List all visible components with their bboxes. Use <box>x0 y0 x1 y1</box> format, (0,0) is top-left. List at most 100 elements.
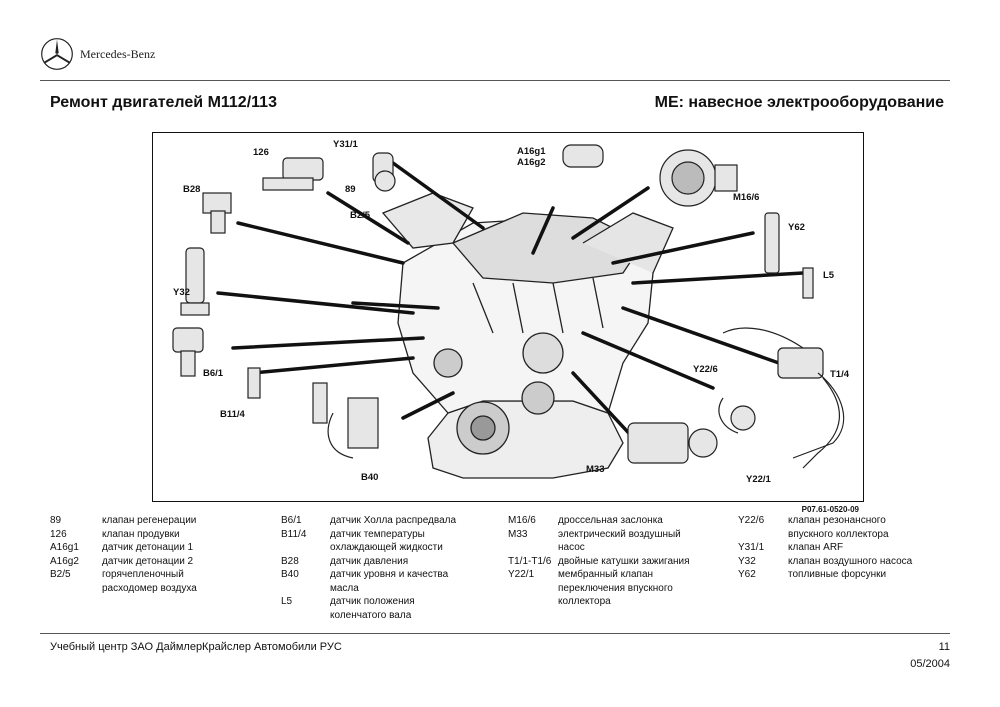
engine-drawing <box>172 144 845 479</box>
legend-code: Y62 <box>738 569 756 580</box>
legend-row: Y32 клапан воздушного насоса <box>738 555 953 569</box>
legend-code: B11/4 <box>281 528 307 540</box>
legend-column-4: Y22/6 клапан резонансного впускного коллек… <box>738 514 953 582</box>
legend-desc-line: электрический воздушный <box>558 528 681 540</box>
legend-desc-line: переключения впускного <box>558 582 673 594</box>
section-title: ME: навесное электрооборудование <box>654 94 944 111</box>
callout-m16-6: M16/6 <box>733 192 760 203</box>
legend-code: 126 <box>50 528 67 540</box>
legend-row: B28 датчик давления <box>281 555 506 569</box>
callout-a16g2: A16g2 <box>517 157 546 168</box>
page-title: Ремонт двигателей M112/113 <box>50 94 277 111</box>
legend-desc: клапан воздушного насоса <box>788 555 913 567</box>
callout-126: 126 <box>253 147 269 158</box>
legend-code: B40 <box>281 569 299 580</box>
legend-desc: клапан продувки <box>102 528 180 540</box>
legend-desc: клапан ARF <box>788 542 844 553</box>
brand-name: Mercedes-Benz <box>80 46 156 61</box>
engine-diagram: Y31/1 126 89 B28 B2/5 A16g1 A16g2 M16/6 … <box>152 132 864 514</box>
legend-code: B2/5 <box>50 569 71 580</box>
callout-y31-1: Y31/1 <box>333 139 358 150</box>
legend-desc-line: коленчатого вала <box>330 609 412 621</box>
legend-code: Y31/1 <box>738 542 765 553</box>
legend-desc: дроссельная заслонка <box>558 515 663 526</box>
legend-desc: двойные катушки зажигания <box>558 555 690 567</box>
legend-code: B6/1 <box>281 515 302 526</box>
legend-row: M33 электрический воздушный насос <box>508 528 736 555</box>
callout-b11-4: B11/4 <box>220 409 245 420</box>
callout-l5: L5 <box>823 270 835 281</box>
legend-desc-line: клапан резонансного <box>788 515 886 526</box>
legend-desc-line: горячепленочный <box>102 569 184 580</box>
legend-desc: датчик Холла распредвала <box>330 515 457 526</box>
callout-b28: B28 <box>183 184 201 195</box>
legend-desc-line: коллектора <box>558 596 611 607</box>
legend-desc-line: насос <box>558 542 585 553</box>
page-number: 11 <box>938 641 950 653</box>
header-divider <box>40 80 950 81</box>
legend-row: A16g2 датчик детонации 2 <box>50 555 270 569</box>
footer-date: 05/2004 <box>910 658 950 670</box>
callout-y32: Y32 <box>173 287 190 298</box>
legend-code: Y22/1 <box>508 569 535 580</box>
footer-publisher: Учебный центр ЗАО ДаймлерКрайслер Автомо… <box>50 641 342 653</box>
legend-row: B6/1 датчик Холла распредвала <box>281 514 506 528</box>
footer-divider <box>40 633 950 634</box>
figure-code: P07.61-0520-09 <box>801 505 859 514</box>
legend-code: L5 <box>281 596 293 607</box>
legend-desc-line: датчик положения <box>330 596 415 607</box>
callout-89: 89 <box>345 184 356 195</box>
callout-m33: M33 <box>586 464 605 475</box>
legend-code: B28 <box>281 555 299 567</box>
legend-desc: клапан резонансного впускного коллектора <box>788 514 953 541</box>
legend-row: Y22/6 клапан резонансного впускного коллек… <box>738 514 953 541</box>
legend-desc: клапан регенерации <box>102 515 197 526</box>
legend-desc-line: датчик уровня и качества <box>330 569 449 580</box>
legend-row: L5 датчик положения коленчатого вала <box>281 595 506 622</box>
legend-desc-line: охлаждающей жидкости <box>330 542 443 553</box>
callout-b40: B40 <box>361 472 379 483</box>
legend-column-2: B6/1 датчик Холла распредвала B11/4 датчик… <box>281 514 506 622</box>
legend-code: 89 <box>50 515 62 526</box>
legend-column-3: M16/6 дроссельная заслонка M33 электрическ… <box>508 514 736 609</box>
legend-row: T1/1-T1/6 двойные катушки зажигания <box>508 555 736 569</box>
legend-desc-line: масла <box>330 582 359 594</box>
callout-b2-5: B2/5 <box>350 210 371 221</box>
legend-row: 126 клапан продувки <box>50 528 270 542</box>
legend-row: M16/6 дроссельная заслонка <box>508 514 736 528</box>
callout-t1-4: T1/4 <box>830 369 850 380</box>
legend-desc: датчик уровня и качества масла <box>330 568 506 595</box>
legend-code: Y22/6 <box>738 515 765 526</box>
legend-desc: датчик температуры охлаждающей жидкости <box>330 528 506 555</box>
callout-y22-6: Y22/6 <box>693 364 718 375</box>
legend-row: B11/4 датчик температуры охлаждающей жидко… <box>281 528 506 555</box>
brand-logo: Mercedes-Benz <box>40 36 155 72</box>
legend-desc: датчик давления <box>330 555 409 567</box>
legend-desc: датчик детонации 2 <box>102 555 194 567</box>
legend-row: 89 клапан регенерации <box>50 514 270 528</box>
callout-b6-1: B6/1 <box>203 368 224 379</box>
legend-code: A16g1 <box>50 542 79 553</box>
legend-desc: электрический воздушный насос <box>558 528 736 555</box>
legend-code: A16g2 <box>50 555 79 567</box>
legend-row: Y31/1 клапан ARF <box>738 541 953 555</box>
three-pointed-star-icon <box>41 38 73 70</box>
legend-desc-line: впускного коллектора <box>788 528 889 540</box>
legend-desc: топливные форсунки <box>788 569 887 580</box>
legend-code: T1/1-T1/6 <box>508 555 552 567</box>
callout-y22-1: Y22/1 <box>746 474 771 485</box>
legend-row: A16g1 датчик детонации 1 <box>50 541 270 555</box>
legend-code: Y32 <box>738 555 756 567</box>
callout-y62: Y62 <box>788 222 805 233</box>
legend-desc-line: датчик температуры <box>330 528 425 540</box>
legend-code: M16/6 <box>508 515 536 526</box>
legend-row: B40 датчик уровня и качества масла <box>281 568 506 595</box>
callout-a16g1: A16g1 <box>517 146 546 157</box>
legend-code: M33 <box>508 528 528 540</box>
legend-desc: датчик детонации 1 <box>102 542 194 553</box>
